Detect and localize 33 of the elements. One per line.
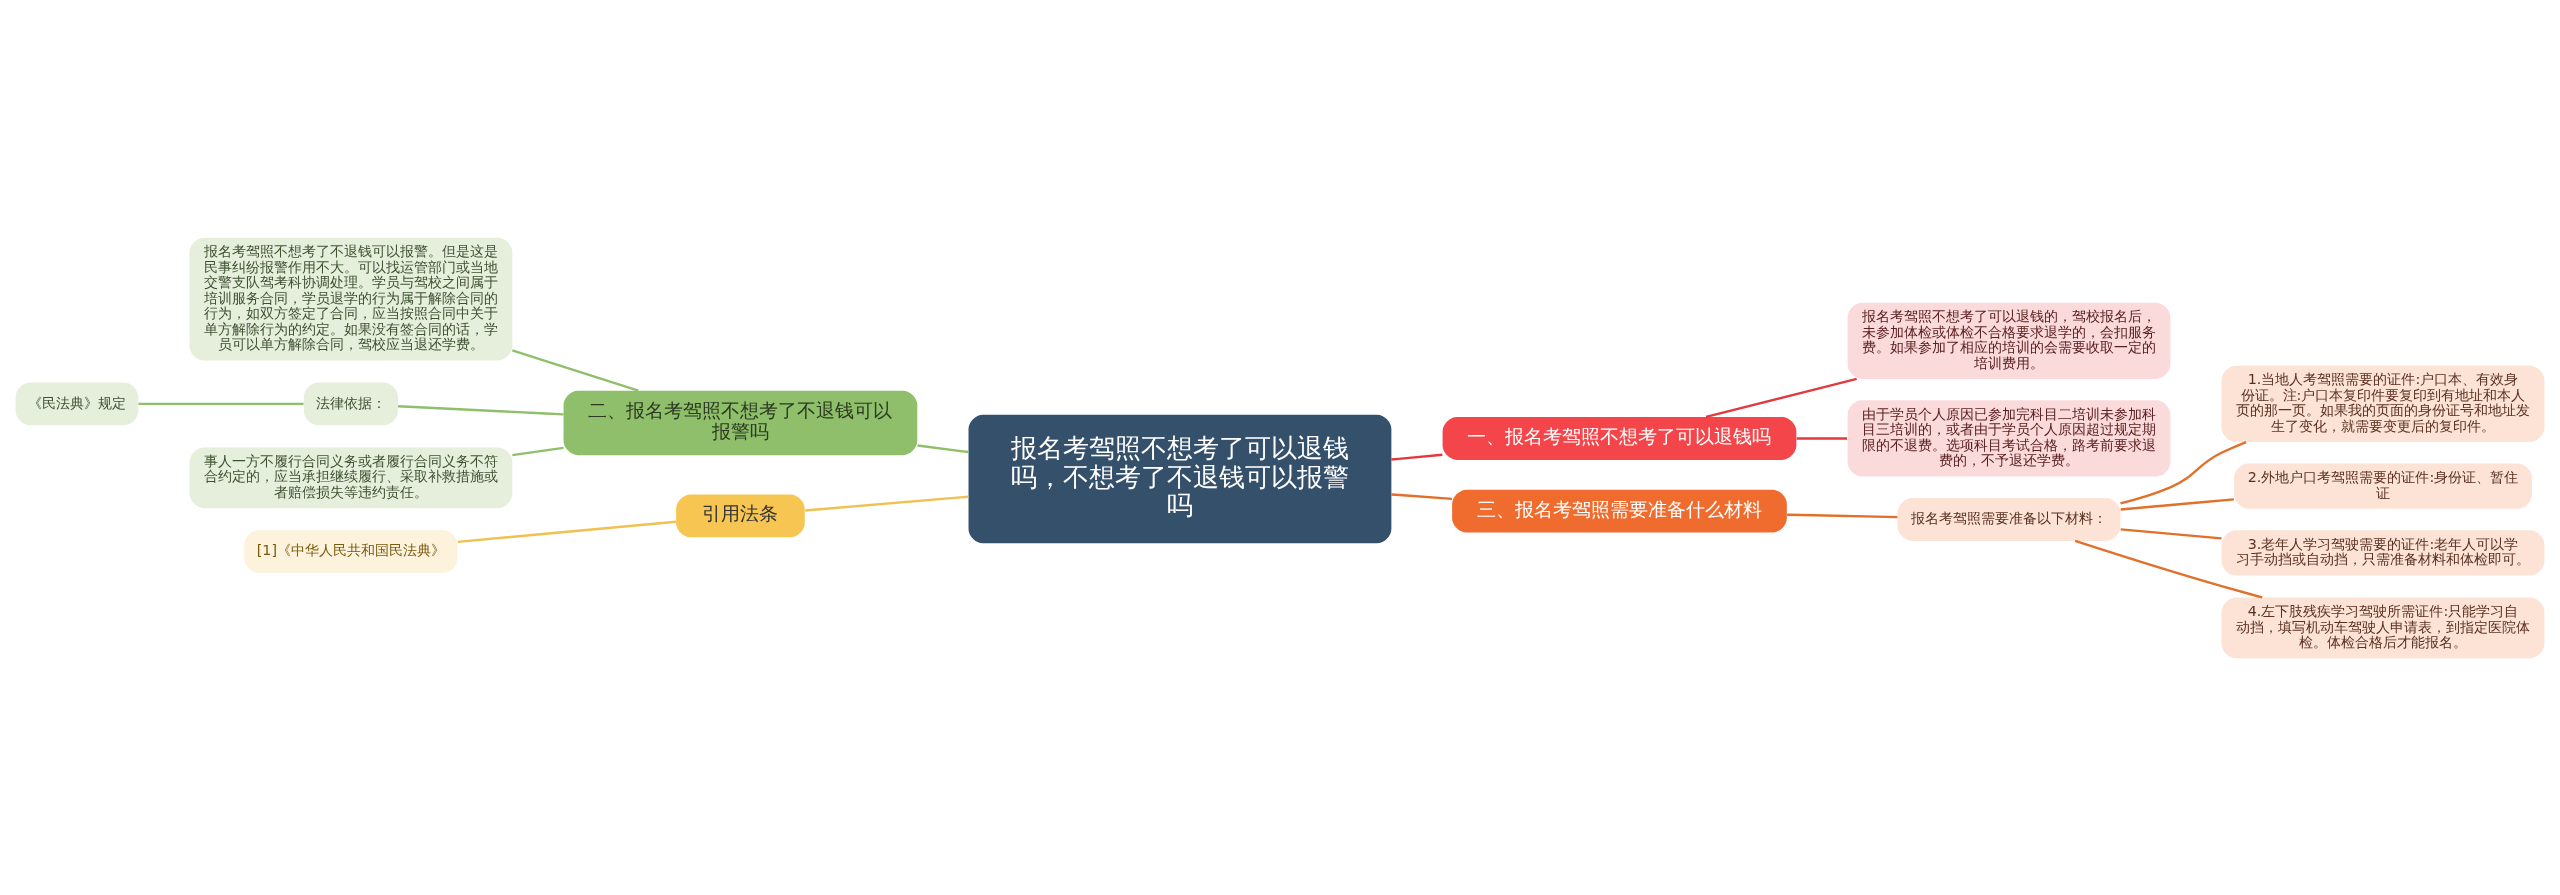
connector (138, 402, 304, 405)
node-box: 报名考驾照不想考了可以退钱的，驾校报名后，未参加体检或体检不合格要求退学的，会扣服务费。如果参加了相应的培训的会需要收取一定的培训费用。 (1847, 302, 2171, 379)
node-box: 报名考驾照需要准备以下材料： (1897, 497, 2121, 541)
connector (917, 443, 969, 453)
connector (1796, 436, 1847, 440)
node-box: 报名考驾照不想考了不退钱可以报警。但是这是民事纠纷报警作用不大。可以找运管部门或当地交警支队驾考科协调处理。学员与驾校之间属于培训服务合同，学员退学的行为属于解除合同的行为，如双方签定了合同，应当按照合同中关于单方解除行为的约定。如果没有签合同的话，学员可以单方解除合同，驾校应当退还学费。 (189, 237, 513, 360)
connector (457, 520, 677, 543)
connector (1391, 453, 1443, 461)
node-box: 二、报名考驾照不想考了不退钱可以报警吗 (563, 390, 918, 455)
node-box: 3.老年人学习驾驶需要的证件:老年人可以学习手动挡或自动挡，只需准备材料和体检即可。 (2221, 529, 2545, 575)
connector (2120, 440, 2247, 504)
connector (1787, 513, 1898, 518)
node-box: 报名考驾照不想考了可以退钱吗，不想考了不退钱可以报警吗 (968, 414, 1392, 543)
node-box: 2.外地户口考驾照需要的证件:身份证、暂住证 (2234, 463, 2532, 509)
node-box: 三、报名考驾照需要准备什么材料 (1452, 489, 1787, 533)
node-box: 1.当地人考驾照需要的证件:户口本、有效身份证。注:户口本复印件要复印到有地址和本人页的那一页。如果我的页面的身份证号和地址发生了变化，就需要变更后的复印件。 (2221, 365, 2545, 442)
connector (805, 495, 969, 512)
node-box: 一、报名考驾照不想考了可以退钱吗 (1442, 416, 1797, 460)
node-box: 《民法典》规定 (15, 382, 139, 425)
connector (2120, 527, 2222, 540)
node-box: 由于学员个人原因已参加完科目二培训未参加科目三培训的，或者由于学员个人原因超过规定期限的不退费。选项科目考试合格，路考前要求退费的，不予退还学费。 (1847, 399, 2171, 477)
node-box: 事人一方不履行合同义务或者履行合同义务不符合约定的，应当承担继续履行、采取补救措施或者赔偿损失等违约责任。 (189, 446, 513, 508)
node-box: 引用法条 (676, 493, 805, 537)
connector (512, 348, 639, 392)
connector (397, 404, 564, 416)
node-box: [1]《中华人民共和国民法典》 (244, 529, 458, 573)
node-box: 4.左下肢残疾学习驾驶所需证件:只能学习自动挡，填写机动车驾驶人申请表，到指定医院体检。体检合格后才能报名。 (2221, 597, 2545, 658)
connector (2120, 497, 2234, 511)
connector (2074, 539, 2263, 599)
node-box: 法律依据： (303, 382, 398, 425)
connector (1391, 492, 1453, 500)
connector (512, 446, 564, 456)
connector (1705, 377, 1857, 418)
